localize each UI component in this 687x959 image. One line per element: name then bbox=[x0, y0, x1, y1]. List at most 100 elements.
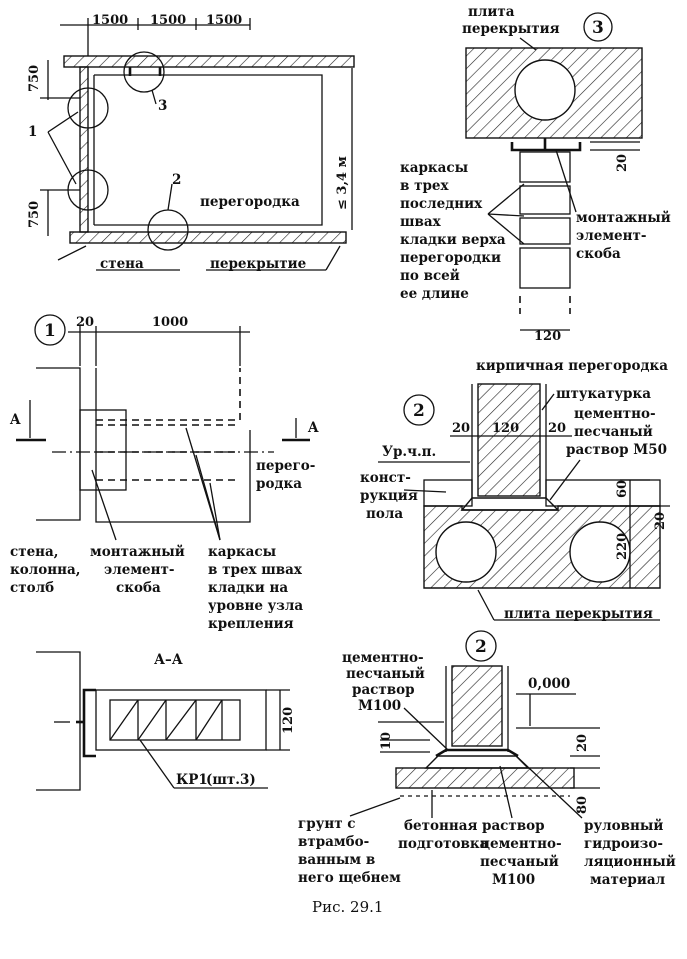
detail1-wall bbox=[36, 367, 81, 521]
detail3-frames-6: по всей bbox=[400, 268, 460, 284]
detail2l-level: 0,000 bbox=[528, 676, 570, 692]
detail1-wall-2: столб bbox=[10, 580, 54, 596]
plan-floor-label: перекрытие bbox=[210, 256, 306, 272]
detail3-bracket-0: монтажный bbox=[576, 210, 671, 226]
detail1-bracket-2: скоба bbox=[116, 580, 161, 596]
detail2l-mortar2-3: М100 bbox=[492, 872, 535, 888]
detail2u-mortar-0: цементно- bbox=[574, 406, 656, 422]
detail1-partition-0: перего- bbox=[256, 458, 315, 474]
plan-circle-1a bbox=[67, 87, 109, 129]
detail3-bracket-1: элемент- bbox=[576, 228, 647, 244]
detail2l-roll-1: гидроизо- bbox=[584, 836, 663, 852]
section-aa-title: А–А bbox=[154, 652, 183, 668]
plan-dim-3: 1500 bbox=[206, 13, 242, 28]
detail3-slab-line1: плита bbox=[468, 4, 515, 20]
detail-3: 3 плита перекрытия 120 20 каркасы в трех… bbox=[400, 4, 671, 344]
detail3-frames-2: последних bbox=[400, 196, 483, 212]
detail3-frames-5: перегородки bbox=[400, 250, 501, 266]
detail2l-dim-20: 20 bbox=[575, 734, 590, 752]
detail2u-dim-220: 220 bbox=[615, 533, 630, 560]
detail2u-brick-partition: кирпичная перегородка bbox=[476, 358, 668, 374]
detail-2-lower: 2 0,000 10 20 80 цементно- песчаный раст… bbox=[298, 630, 676, 888]
figure-caption: Рис. 29.1 bbox=[312, 898, 383, 916]
plan-bottom-slab bbox=[69, 231, 347, 244]
plan-wall bbox=[79, 66, 89, 233]
plan-dim-1: 1500 bbox=[92, 13, 128, 28]
detail2l-mortar-0: цементно- bbox=[342, 650, 424, 666]
section-aa-frame bbox=[109, 699, 241, 741]
detail2u-level: Ур.ч.п. bbox=[382, 444, 436, 460]
detail2l-mortar-2: раствор bbox=[352, 682, 415, 698]
detail3-dim-120: 120 bbox=[534, 329, 561, 344]
detail2u-dim-20a: 20 bbox=[452, 421, 470, 436]
detail1-badge bbox=[34, 314, 66, 346]
detail1-dim-1000: 1000 bbox=[152, 315, 188, 330]
detail2l-concrete bbox=[395, 767, 575, 789]
detail1-frames-2: кладки на bbox=[208, 580, 288, 596]
detail3-brick-1 bbox=[519, 151, 571, 183]
detail2l-mortar-3: М100 bbox=[358, 698, 401, 714]
section-aa-partition bbox=[95, 689, 267, 751]
detail-2-upper: 2 кирпичная перегородка 20 120 20 60 20 … bbox=[360, 358, 670, 622]
detail2l-roll-0: руловный bbox=[584, 818, 663, 834]
detail2l-concrete-1: подготовка bbox=[398, 836, 489, 852]
detail2u-dim-120: 120 bbox=[492, 421, 519, 436]
section-aa-dim-120: 120 bbox=[281, 707, 296, 734]
plan-dim-2: 1500 bbox=[150, 13, 186, 28]
detail3-frames-3: швах bbox=[400, 214, 442, 230]
detail1-partition bbox=[95, 368, 251, 523]
plan-partition-outline bbox=[94, 74, 323, 226]
detail1-frames-1: в трех швах bbox=[208, 562, 303, 578]
detail2l-roll-2: ляционный bbox=[584, 854, 676, 870]
detail1-frames-3: уровне узла bbox=[208, 598, 303, 614]
detail3-frames-7: ее длине bbox=[400, 286, 469, 302]
plan-wall-label: стена bbox=[100, 256, 144, 272]
detail2l-badge bbox=[465, 630, 497, 662]
detail1-wall-1: колонна, bbox=[10, 562, 81, 578]
detail2l-mortar-1: песчаный bbox=[346, 666, 425, 682]
detail2u-void-1 bbox=[435, 521, 497, 583]
detail2u-floor-2: пола bbox=[366, 506, 403, 522]
detail3-dim-20: 20 bbox=[615, 154, 630, 172]
detail2u-plaster: штукатурка bbox=[556, 386, 651, 402]
detail2u-floor-1: рукция bbox=[360, 488, 418, 504]
section-aa-kr-qty: (шт.3) bbox=[206, 772, 256, 788]
detail3-frames-0: каркасы bbox=[400, 160, 469, 176]
detail2l-number: 2 bbox=[475, 637, 487, 657]
section-aa-kr: КР1 bbox=[176, 772, 208, 788]
detail2l-soil-1: втрамбо- bbox=[298, 834, 369, 850]
section-aa: А–А 120 КР1 (шт.3) bbox=[36, 651, 296, 791]
plan-circle-3 bbox=[123, 51, 165, 93]
detail1-number: 1 bbox=[44, 321, 56, 341]
detail2u-floor-0: конст- bbox=[360, 470, 411, 486]
detail3-frames-4: кладки верха bbox=[400, 232, 506, 248]
detail2u-mortar-2: раствор М50 bbox=[566, 442, 667, 458]
detail2l-concrete-0: бетонная bbox=[404, 818, 477, 834]
plan-label-2: 2 bbox=[172, 172, 181, 188]
plan-label-3: 3 bbox=[158, 98, 167, 114]
detail2l-dim-10: 10 bbox=[379, 732, 394, 750]
detail3-number: 3 bbox=[592, 18, 604, 38]
detail2l-mortar2-0: раствор bbox=[482, 818, 545, 834]
detail1-bracket-0: монтажный bbox=[90, 544, 185, 560]
detail2u-dim-20b: 20 bbox=[548, 421, 566, 436]
detail3-badge bbox=[583, 12, 613, 42]
detail1-dim-20: 20 bbox=[76, 315, 94, 330]
detail1-partition-top bbox=[96, 368, 241, 421]
section-aa-wall bbox=[36, 651, 81, 791]
plan-dim-750a: 750 bbox=[27, 65, 42, 92]
plan-circle-2 bbox=[147, 209, 189, 251]
detail2u-slab-label: плита перекрытия bbox=[504, 606, 653, 622]
detail1-section-a-right: A bbox=[307, 420, 319, 436]
detail2l-mortar bbox=[424, 755, 530, 769]
detail1-bracket-1: элемент- bbox=[104, 562, 175, 578]
detail-1: 1 20 1000 A A перего- родка стена, колон… bbox=[9, 314, 319, 632]
plan-partition-label: перегородка bbox=[200, 194, 300, 210]
detail1-partition-1: родка bbox=[256, 476, 302, 492]
detail1-section-a-left: A bbox=[9, 412, 21, 428]
detail2u-badge bbox=[403, 394, 435, 426]
detail2u-dim-60: 60 bbox=[615, 480, 630, 498]
detail2l-roll-3: материал bbox=[590, 872, 666, 888]
detail2u-mortar-1: песчаный bbox=[574, 424, 653, 440]
